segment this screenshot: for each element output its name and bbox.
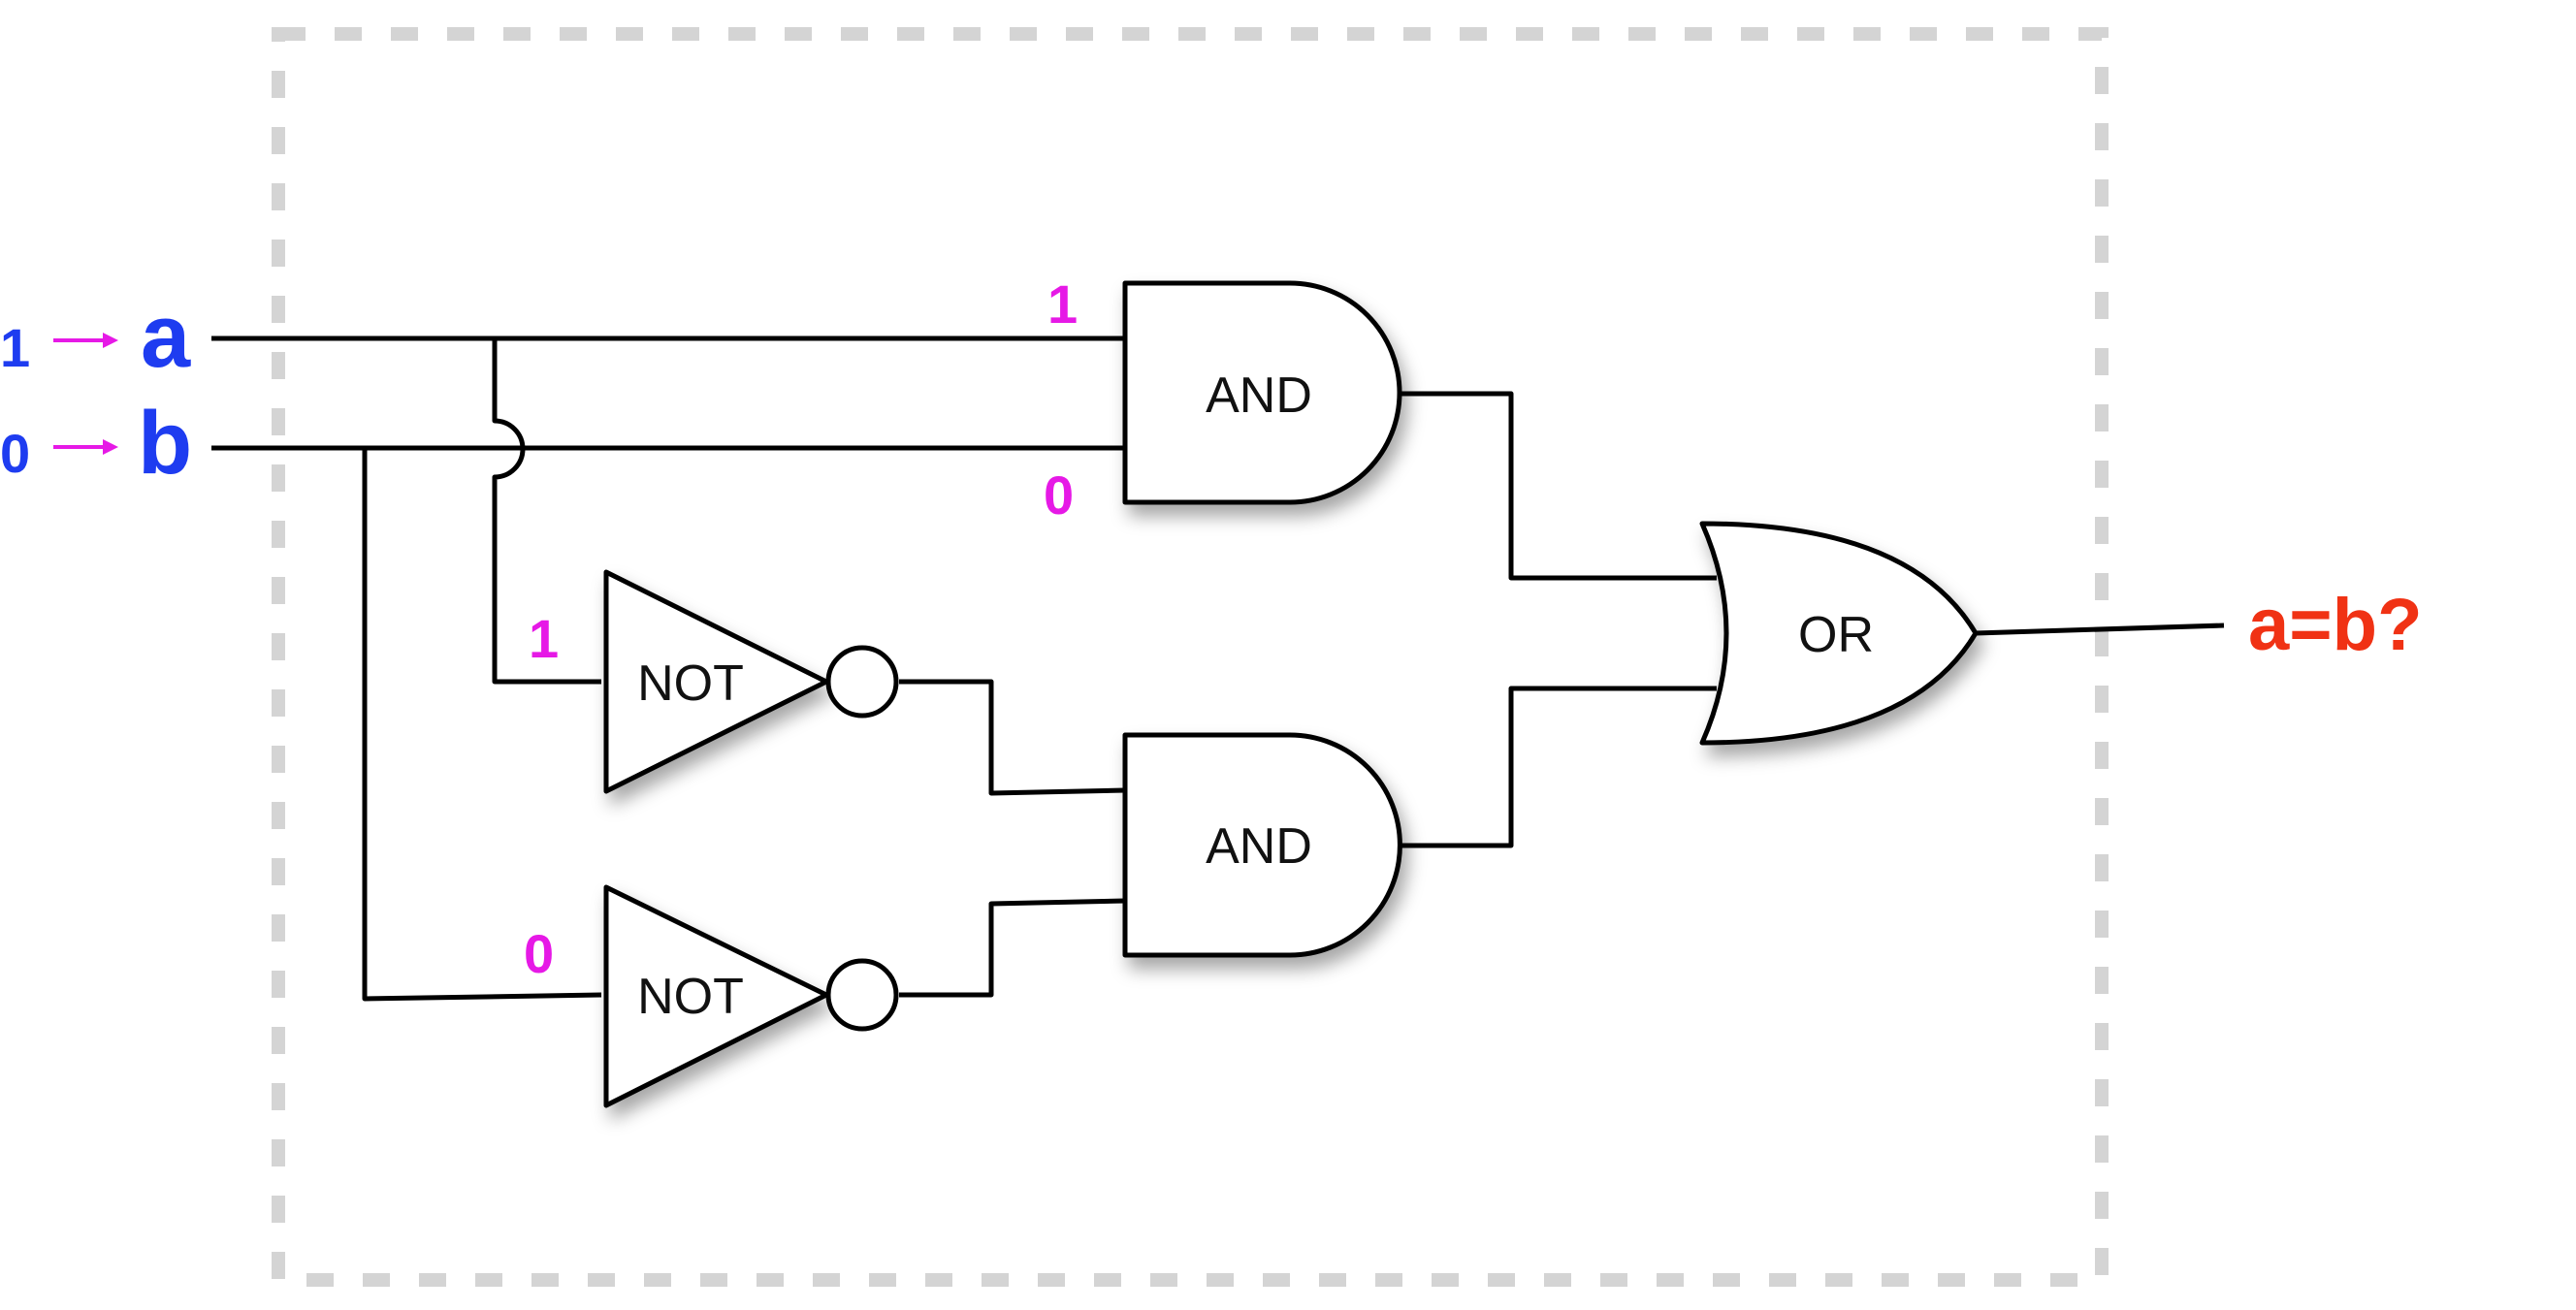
wire-not-top-to-and-bottom [899,679,1126,796]
not-gate-bottom-label: NOT [637,969,744,1025]
circuit-boundary [272,27,2109,1287]
and-gate-top [1122,280,1402,505]
wire-or-output [1975,623,2225,636]
wire-not-bottom-to-and-bottom [899,898,1126,998]
input-b-arrow-head [103,439,118,455]
not-gate-top [603,569,829,794]
not-gate-bottom-bubble [825,958,899,1032]
wire-and-bottom-to-or [1400,686,1717,848]
or-gate-label: OR [1798,607,1874,663]
and-gate-top-label: AND [1206,367,1312,424]
input-b-label: b [138,394,192,493]
wire-b-branch [362,448,602,1002]
and-gate-bottom-label: AND [1206,818,1312,875]
wire-and-top-to-or [1400,391,1717,581]
input-a-arrow-head [103,333,118,348]
signal-not-top-in: 1 [529,608,559,669]
input-a-value: 1 [0,317,30,378]
input-a-label: a [141,287,191,386]
not-gate-bottom [603,884,829,1108]
signal-not-bottom-in: 0 [524,923,554,984]
signal-and-top-in-a: 1 [1047,273,1078,335]
wire-a-branch-hop [492,338,601,685]
signal-and-top-in-b: 0 [1044,464,1074,526]
not-gate-top-label: NOT [637,655,744,712]
input-b-value: 0 [0,423,30,484]
output-label: a=b? [2248,584,2423,666]
not-gate-top-bubble [825,645,899,719]
or-gate [1699,521,1979,746]
and-gate-bottom [1122,732,1402,958]
